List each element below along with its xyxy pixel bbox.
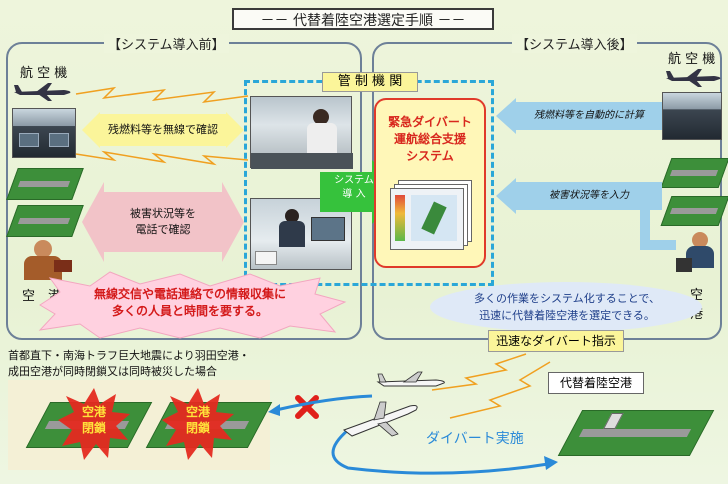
airplane-icon (14, 83, 71, 101)
before-warning-text: 無線交信や電話連絡での情報収集に 多くの人員と時間を要する。 (93, 287, 286, 318)
auto-calc-text: 残燃料等を自動的に計算 (516, 102, 662, 130)
phone-check-text: 被害状況等を 電話で確認 (130, 207, 196, 236)
input-connector (640, 206, 650, 250)
airplane-icon (666, 69, 721, 87)
cockpit-photo (12, 108, 76, 158)
control-tower-photo (250, 96, 353, 169)
system-arrow-text: システム 導 入 (334, 175, 374, 200)
warning-starburst (38, 271, 347, 339)
closed-airports-panel: 空港 閉鎖 空港 閉鎖 (8, 380, 273, 470)
cockpit-photo (662, 92, 722, 140)
input-connector (640, 240, 676, 250)
runway-image (660, 158, 728, 188)
closure-burst-icon (58, 388, 130, 460)
runway-image (557, 410, 715, 456)
radio-check-arrow: 残燃料等を無線で確認 (82, 112, 244, 148)
damage-input-text: 被害状況等を入力 (516, 182, 662, 210)
before-title: 【システム導入前】 (104, 34, 229, 53)
radio-check-text: 残燃料等を無線で確認 (108, 123, 218, 136)
airport-operator-photo (676, 232, 722, 278)
radio-wave-icon (431, 353, 527, 391)
control-agency-title: 管 制 機 関 (322, 72, 418, 92)
divert-action-label: ダイバート実施 (426, 431, 524, 447)
after-summary-text: 多くの作業をシステム化することで、 迅速に代替着陸空港を選定できる。 (474, 292, 660, 322)
system-name: 緊急ダイバート 運航総合支援 システム (388, 115, 472, 163)
radio-wave-icon (75, 86, 249, 104)
radio-wave-icon (449, 361, 551, 419)
airplane-icon (342, 401, 418, 437)
quake-description: 首都直下・南海トラフ巨大地震により羽田空港・ 成田空港が同時閉鎖又は同時被災した… (8, 349, 250, 378)
diversion-path (268, 394, 558, 475)
after-title: 【システム導入後】 (512, 34, 637, 53)
closure-text: 空港 閉鎖 (185, 405, 210, 435)
airport-staff-photo (12, 240, 76, 280)
runway-image (6, 205, 84, 237)
instruction-box: 迅速なダイバート指示 (488, 330, 624, 352)
phone-check-arrow: 被害状況等を 電話で確認 (82, 182, 244, 262)
alternate-airport-box: 代替着陸空港 (548, 372, 644, 394)
auto-calc-arrow: 残燃料等を自動的に計算 (496, 98, 662, 134)
after-aircraft-label: 航 空 機 (668, 52, 716, 67)
control-office-photo (250, 198, 352, 270)
before-aircraft-label: 航 空 機 (20, 66, 68, 81)
after-summary-ellipse (430, 282, 702, 332)
page-title: －－ 代替着陸空港選定手順 －－ (232, 8, 494, 30)
system-screen-stack (390, 180, 474, 252)
radio-wave-icon (75, 150, 249, 166)
diversion-system-box: 緊急ダイバート 運航総合支援 システム (374, 98, 486, 268)
closure-text: 空港 閉鎖 (81, 405, 106, 435)
airplane-icon (376, 371, 445, 387)
runway-image (660, 196, 728, 226)
damage-input-arrow: 被害状況等を入力 (496, 178, 662, 214)
closure-burst-icon (162, 388, 234, 460)
runway-image (6, 168, 84, 200)
blocked-x-icon (295, 395, 319, 419)
